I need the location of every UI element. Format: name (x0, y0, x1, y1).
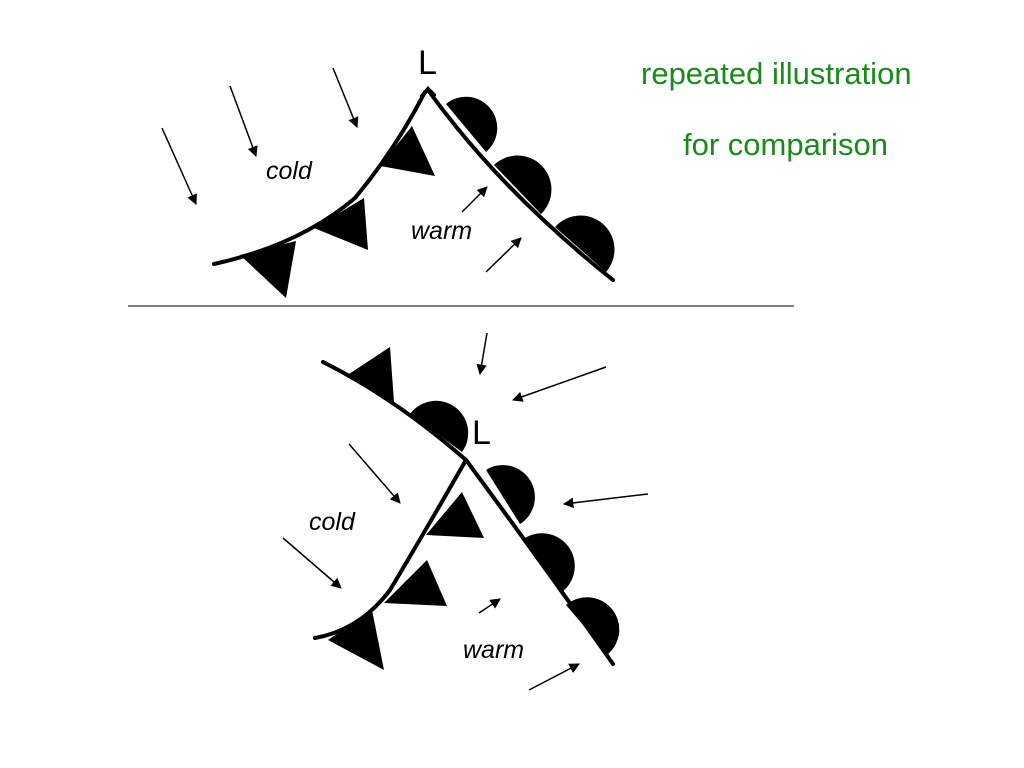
top-cold-front-triangle (380, 126, 435, 176)
bottom-front-system (282, 332, 649, 691)
note-line-1: repeated illustration (641, 56, 912, 91)
bottom-warm-front-semicircle (486, 465, 535, 524)
bottom-upper-front-triangle (346, 347, 394, 402)
top-low-pressure-label: L (418, 44, 437, 82)
top-warm-front-line (426, 88, 615, 282)
bottom-cold-front-triangle (384, 560, 447, 606)
bottom-upper-front-semicircle (410, 400, 469, 452)
top-cold-front-triangle (240, 241, 296, 298)
top-cold-wind-arrow (332, 67, 359, 128)
bottom-cold-wind-arrow (348, 443, 401, 504)
bottom-cold-wind-arrow (282, 537, 342, 589)
top-cold-front-triangle (314, 198, 368, 250)
bottom-upper-front-line (321, 360, 468, 462)
top-warm-air-label: warm (411, 217, 473, 245)
bottom-cold-air-label: cold (309, 508, 355, 536)
bottom-cold-front-line (313, 458, 468, 640)
bottom-warm-front-semicircle (566, 597, 620, 654)
bottom-cold-front-triangle (328, 610, 384, 670)
top-warm-wind-arrow (485, 237, 522, 273)
top-cold-front-line (212, 90, 427, 266)
top-cold-air-label: cold (266, 157, 312, 185)
top-occlusion-point (420, 86, 436, 98)
bottom-low-pressure-label: L (472, 414, 491, 452)
top-cold-wind-arrow (229, 85, 258, 157)
top-warm-front-semicircle (446, 96, 498, 152)
note-line-2: for comparison (683, 127, 889, 162)
top-warm-front-semicircle (494, 155, 552, 214)
top-cold-wind-arrow (161, 127, 197, 205)
bottom-warm-wind-arrow (478, 598, 501, 614)
top-front-system (161, 67, 615, 298)
bottom-wind-arrow (476, 332, 488, 376)
bottom-warm-air-label: warm (463, 636, 525, 664)
top-warm-front-semicircle (555, 215, 615, 272)
bottom-warm-front-semicircle (522, 533, 575, 592)
bottom-wind-arrow (562, 493, 649, 509)
bottom-cold-front-triangle (426, 492, 484, 538)
bottom-wind-arrow (512, 366, 607, 402)
top-warm-wind-arrow (461, 186, 488, 213)
bottom-warm-wind-arrow (528, 663, 580, 691)
